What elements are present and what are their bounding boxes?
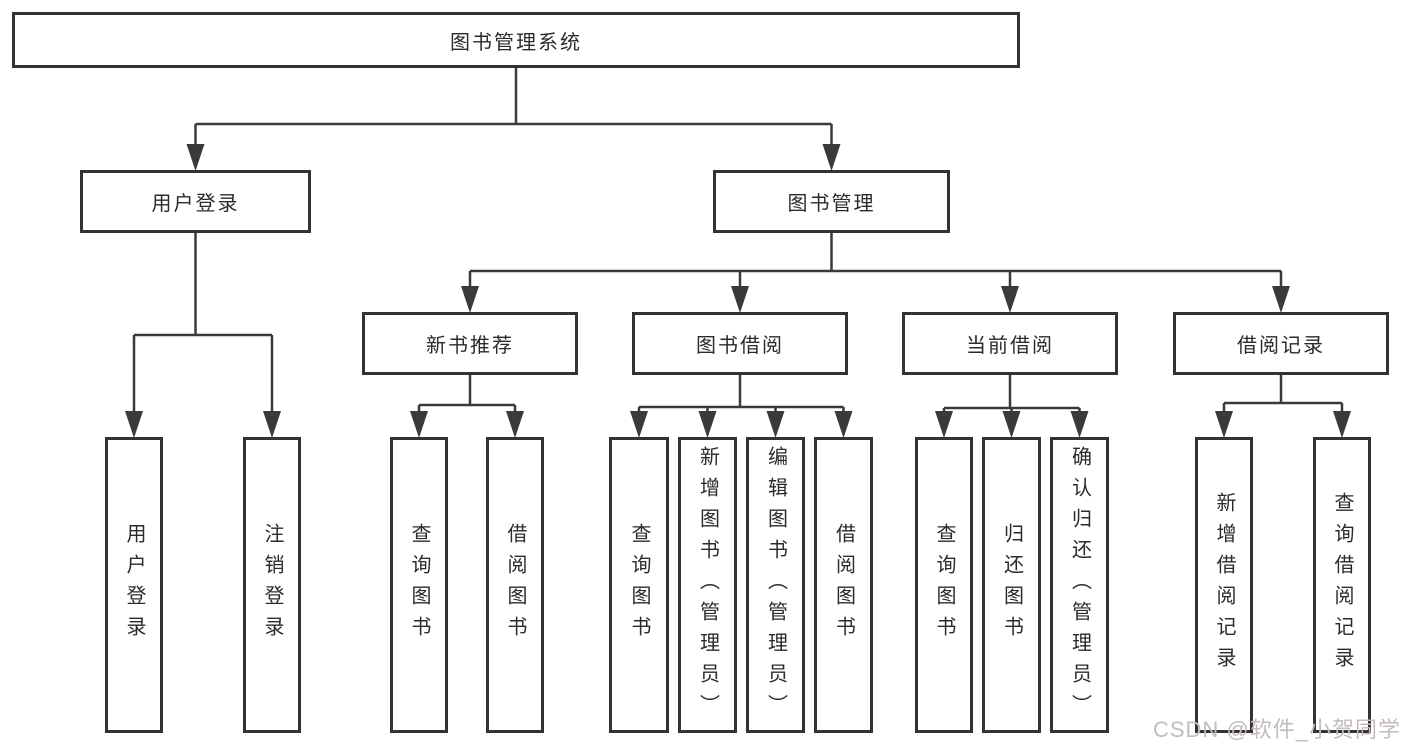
node-label-leaf-bb-query: 查询图书	[628, 523, 650, 647]
arrowhead-icon	[630, 411, 648, 438]
arrowhead-icon	[410, 411, 428, 438]
arrowhead-icon	[1333, 411, 1351, 438]
node-leaf-bb-edit: 编辑图书（管理员）	[746, 437, 805, 733]
node-label-leaf-nb-borrow: 借阅图书	[504, 523, 526, 647]
watermark: CSDN @软件_小贺同学	[1152, 717, 1401, 742]
arrowhead-icon	[263, 411, 281, 438]
arrowhead-icon	[1002, 411, 1021, 438]
node-label-new-book-rec: 新书推荐	[426, 335, 514, 357]
arrowhead-icon	[506, 411, 524, 438]
node-label-leaf-rec-query: 查询借阅记录	[1331, 492, 1353, 678]
node-leaf-rec-query: 查询借阅记录	[1313, 437, 1371, 733]
arrowhead-icon	[698, 411, 717, 438]
node-leaf-bb-borrow: 借阅图书	[814, 437, 873, 733]
arrowhead-icon	[731, 286, 749, 313]
arrowhead-icon	[1215, 411, 1233, 438]
node-label-book-mgmt: 图书管理	[787, 193, 876, 215]
node-book-mgmt: 图书管理	[713, 170, 950, 233]
node-label-user-login-group: 用户登录	[151, 193, 240, 215]
node-leaf-nb-borrow: 借阅图书	[486, 437, 544, 733]
node-label-system: 图书管理系统	[450, 31, 582, 54]
node-leaf-bb-query: 查询图书	[609, 437, 669, 733]
node-leaf-user-login: 用户登录	[105, 437, 163, 733]
node-label-book-borrow: 图书借阅	[696, 335, 784, 357]
node-label-leaf-logout: 注销登录	[261, 523, 283, 647]
node-label-leaf-user-login: 用户登录	[123, 523, 145, 647]
node-leaf-logout: 注销登录	[243, 437, 301, 733]
arrowhead-icon	[766, 411, 785, 438]
node-leaf-rec-add: 新增借阅记录	[1195, 437, 1253, 733]
node-label-leaf-bb-add: 新增图书（管理员）	[696, 445, 719, 725]
node-label-leaf-bb-edit: 编辑图书（管理员）	[764, 445, 787, 725]
node-current-borrow: 当前借阅	[902, 312, 1118, 375]
node-new-book-rec: 新书推荐	[362, 312, 578, 375]
node-system: 图书管理系统	[12, 12, 1020, 68]
arrowhead-icon	[1070, 411, 1089, 438]
node-leaf-cb-return: 归还图书	[982, 437, 1041, 733]
node-user-login-group: 用户登录	[80, 170, 311, 233]
node-leaf-nb-query: 查询图书	[390, 437, 448, 733]
node-label-leaf-nb-query: 查询图书	[408, 523, 430, 647]
arrowhead-icon	[834, 411, 853, 438]
node-label-current-borrow: 当前借阅	[966, 335, 1054, 357]
node-label-leaf-rec-add: 新增借阅记录	[1213, 492, 1235, 678]
node-label-leaf-cb-query: 查询图书	[933, 523, 955, 647]
node-leaf-cb-confirm: 确认归还（管理员）	[1050, 437, 1109, 733]
arrowhead-icon	[461, 286, 479, 313]
node-leaf-cb-query: 查询图书	[915, 437, 973, 733]
arrowhead-icon	[1001, 286, 1019, 313]
arrowhead-icon	[1272, 286, 1290, 313]
arrowhead-icon	[935, 411, 953, 438]
node-label-leaf-cb-return: 归还图书	[1000, 523, 1023, 647]
node-book-borrow: 图书借阅	[632, 312, 848, 375]
arrowhead-icon	[125, 411, 143, 438]
node-borrow-records: 借阅记录	[1173, 312, 1389, 375]
node-label-borrow-records: 借阅记录	[1237, 335, 1325, 357]
node-leaf-bb-add: 新增图书（管理员）	[678, 437, 737, 733]
arrowhead-icon	[822, 144, 841, 171]
arrowhead-icon	[186, 144, 205, 171]
node-label-leaf-bb-borrow: 借阅图书	[832, 523, 855, 647]
node-label-leaf-cb-confirm: 确认归还（管理员）	[1068, 445, 1091, 725]
